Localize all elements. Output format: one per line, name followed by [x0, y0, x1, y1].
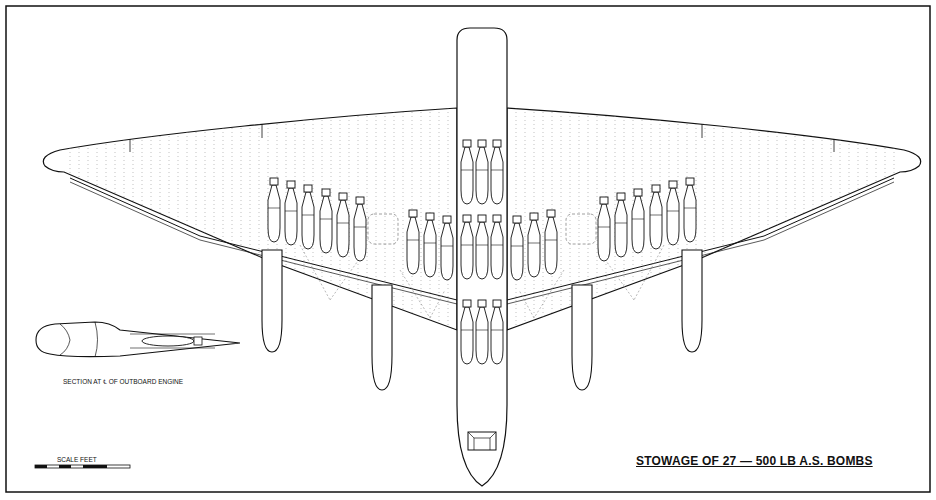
bomb-stowage — [268, 140, 696, 364]
bomb-outline — [424, 213, 436, 277]
bomb-outline — [528, 213, 540, 277]
bomb-outline — [650, 185, 662, 249]
bomb-outline — [476, 300, 488, 364]
bomb-outline — [461, 140, 473, 204]
scale-bar — [35, 465, 130, 468]
bomb-outline — [337, 193, 349, 257]
bomb-outline — [476, 215, 488, 279]
section-label: SECTION AT ℄ OF OUTBOARD ENGINE — [62, 378, 184, 385]
bomb-outline — [667, 181, 679, 245]
fuselage — [457, 28, 507, 486]
bomb-outline — [545, 210, 557, 274]
bomb-outline — [268, 178, 280, 242]
bomb-outline — [407, 210, 419, 274]
scale-label: SCALE FEET — [56, 456, 98, 463]
bomb-outline — [461, 300, 473, 364]
bomb-outline — [511, 216, 523, 280]
bomb-outline — [285, 181, 297, 245]
bomb-outline — [441, 216, 453, 280]
drawing-title: STOWAGE OF 27 — 500 LB A.S. BOMBS — [634, 455, 875, 468]
drawing-frame — [6, 6, 930, 492]
bomb-outline — [684, 178, 696, 242]
bomb-outline — [461, 215, 473, 279]
bomb-outline — [491, 140, 503, 204]
bomb-outline — [354, 197, 366, 261]
bomb-outline — [615, 193, 627, 257]
engine-section-view — [36, 322, 240, 357]
bomb-outline — [302, 185, 314, 249]
bomb-outline — [320, 189, 332, 253]
bomb-outline — [598, 197, 610, 261]
bomb-outline — [632, 189, 644, 253]
bomb-outline — [491, 215, 503, 279]
bomb-outline — [491, 300, 503, 364]
bomb-outline — [476, 140, 488, 204]
